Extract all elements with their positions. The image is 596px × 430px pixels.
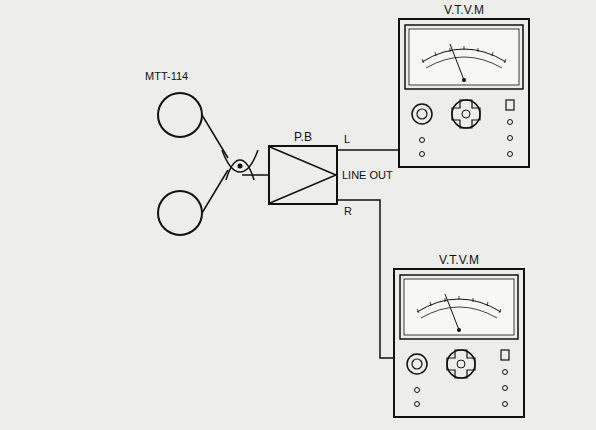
signal-wire xyxy=(338,150,398,151)
output-label: LINE OUT xyxy=(342,169,393,182)
node-label: P.B xyxy=(250,130,356,144)
node-label: V.T.V.M xyxy=(380,3,548,17)
channel-label: R xyxy=(344,205,352,218)
tape-label: MTT-114 xyxy=(145,70,188,83)
playback-amplifier-box: P.B xyxy=(268,145,338,205)
vtvm-meter: V.T.V.M xyxy=(393,268,525,418)
vtvm-meter: V.T.V.M xyxy=(398,18,530,168)
signal-wire xyxy=(338,200,393,358)
node-label: V.T.V.M xyxy=(375,253,543,267)
channel-label: L xyxy=(344,133,350,146)
